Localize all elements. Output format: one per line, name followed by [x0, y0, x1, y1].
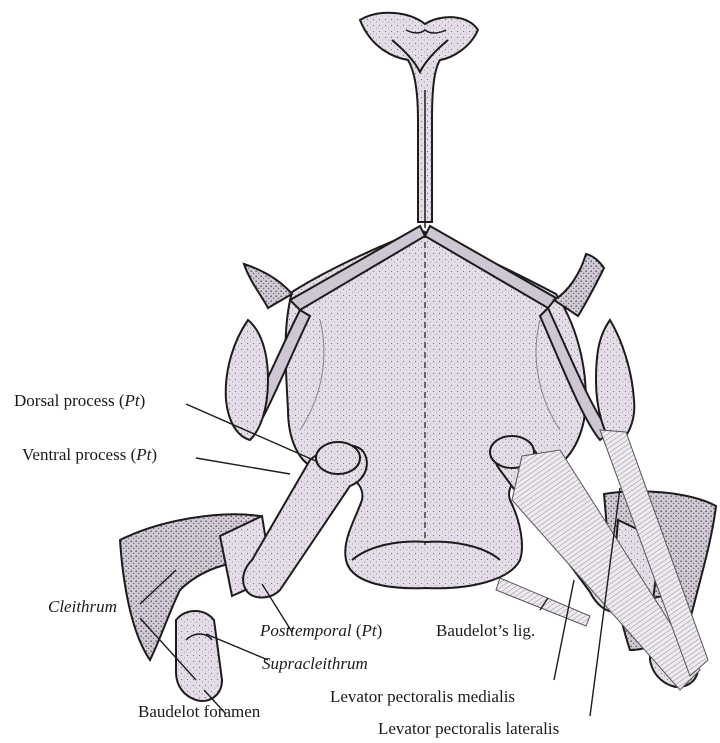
label-ventral-process-text: Ventral process: [22, 445, 126, 464]
label-baudelots-lig: Baudelot’s lig.: [436, 622, 535, 639]
label-levator-pectoralis-lateralis: Levator pectoralis lateralis: [378, 720, 559, 737]
label-supracleithrum: Supracleithrum: [262, 655, 368, 672]
label-posttemporal-abbr: Pt: [362, 621, 377, 640]
label-posttemporal-text: Posttemporal: [260, 621, 352, 640]
label-dorsal-process-abbr: Pt: [124, 391, 139, 410]
label-cleithrum: Cleithrum: [48, 598, 117, 615]
baudelots-ligament: [496, 578, 590, 626]
label-levator-pectoralis-medialis: Levator pectoralis medialis: [330, 688, 515, 705]
label-dorsal-process-text: Dorsal process: [14, 391, 115, 410]
label-dorsal-process: Dorsal process (Pt): [14, 392, 145, 409]
label-ventral-process-abbr: Pt: [136, 445, 151, 464]
label-baudelot-foramen: Baudelot foramen: [138, 703, 260, 720]
label-posttemporal: Posttemporal (Pt): [260, 622, 382, 639]
label-ventral-process: Ventral process (Pt): [22, 446, 157, 463]
anterior-stalk: [360, 13, 478, 228]
left-supracleithrum: [176, 611, 222, 701]
